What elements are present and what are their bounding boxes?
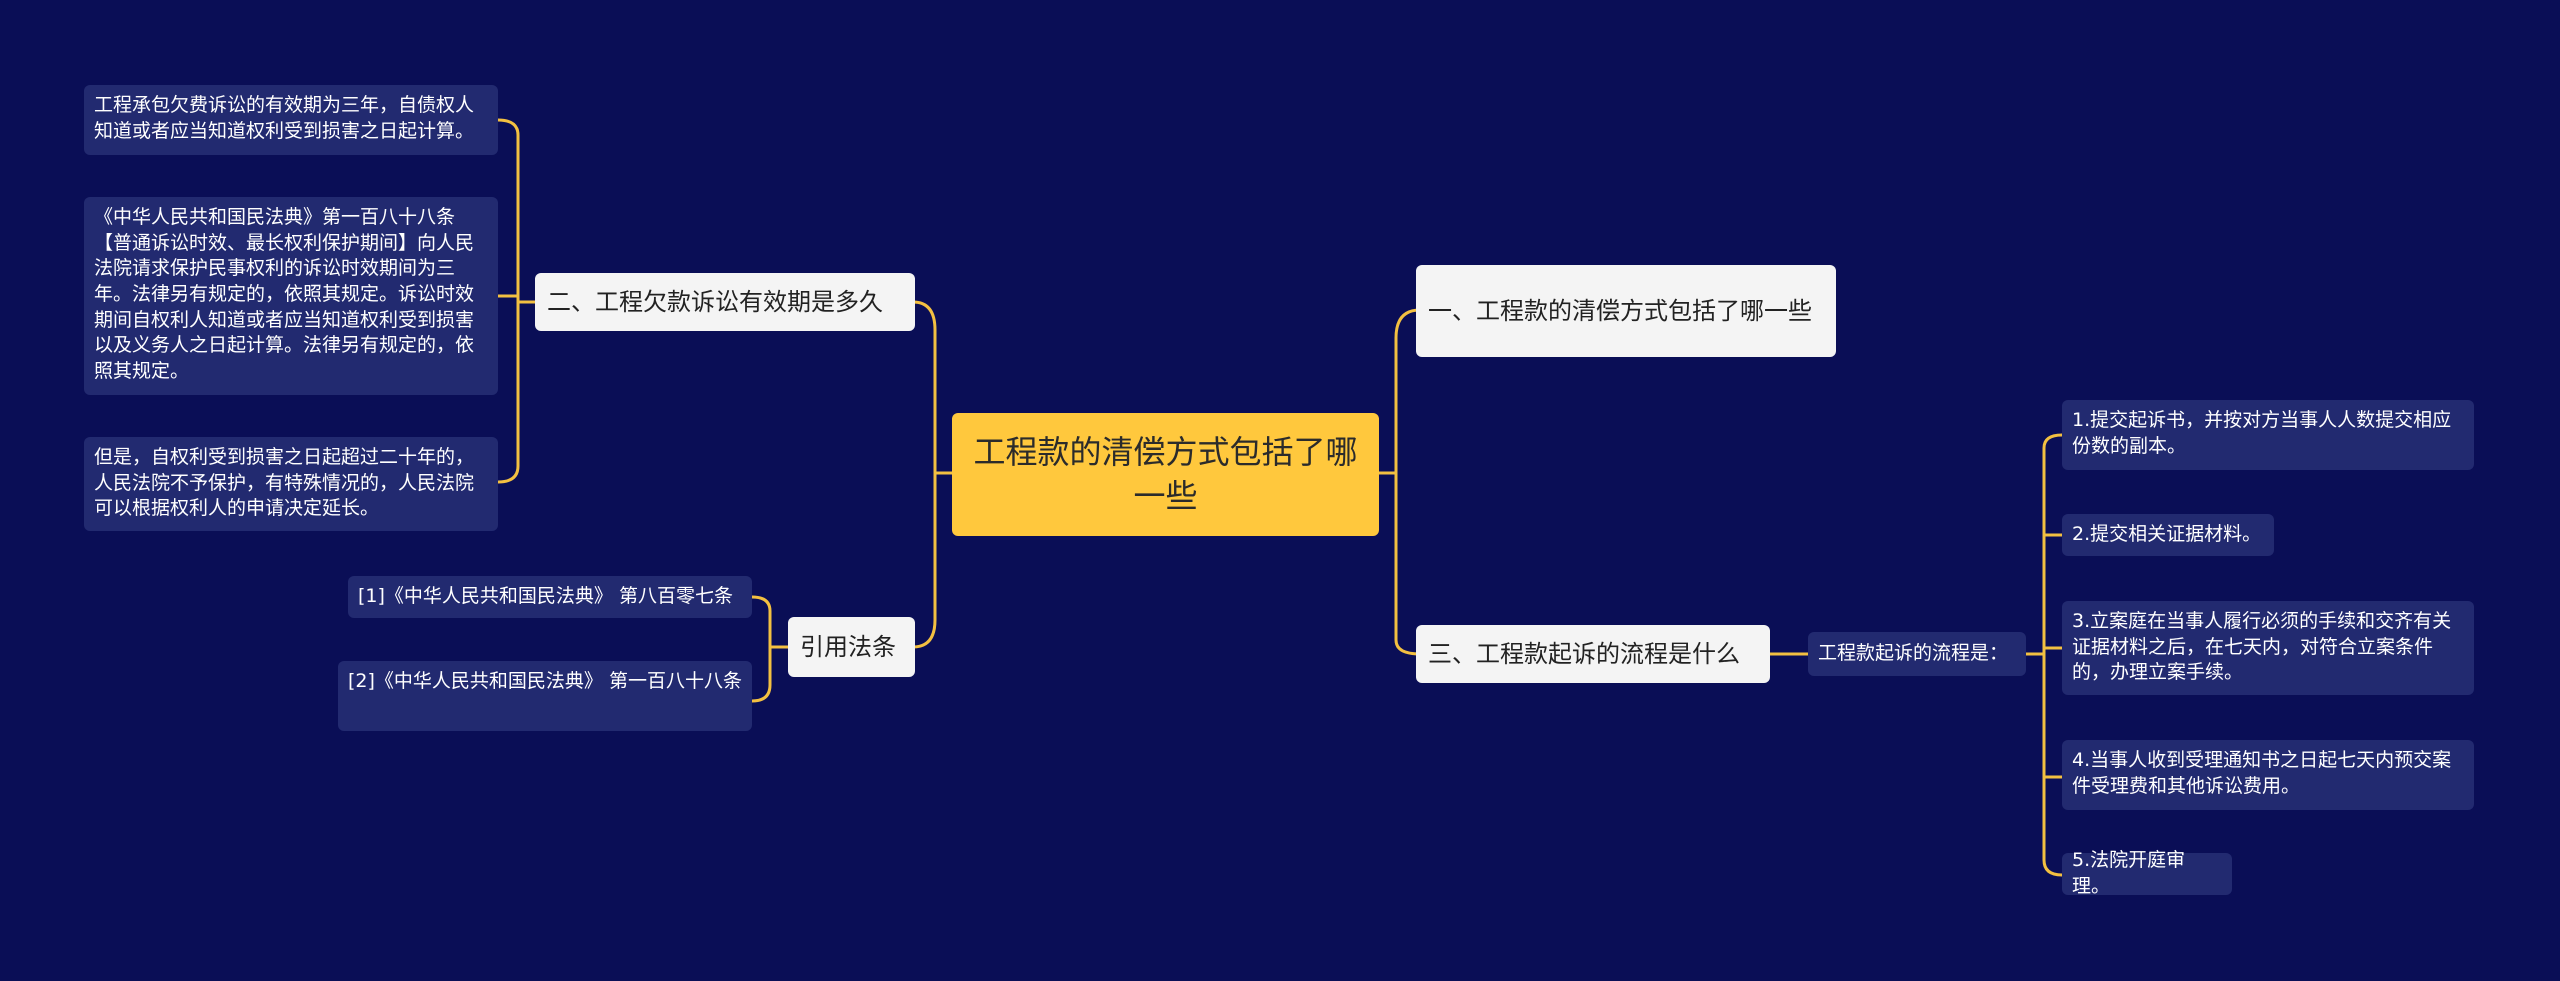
connector-central-left (911, 300, 954, 649)
process-step[interactable]: 5.法院开庭审理。 (2062, 849, 2232, 897)
connector-limitation-notes (496, 118, 537, 484)
limitation-note[interactable]: 《中华人民共和国民法典》第一百八十八条【普通诉讼时效、最长权利保护期间】向人民法… (84, 197, 498, 395)
citation-item[interactable]: [1]《中华人民共和国民法典》 第八百零七条 (348, 576, 752, 618)
central-topic[interactable]: 工程款的清偿方式包括了哪一些 (952, 413, 1379, 536)
process-step[interactable]: 3.立案庭在当事人履行必须的手续和交齐有关证据材料之后，在七天内，对符合立案条件… (2062, 601, 2474, 695)
branch-cited-laws[interactable]: 引用法条 (788, 617, 915, 677)
process-step[interactable]: 4.当事人收到受理通知书之日起七天内预交案件受理费和其他诉讼费用。 (2062, 740, 2474, 810)
process-step[interactable]: 1.提交起诉书，并按对方当事人人数提交相应份数的副本。 (2062, 400, 2474, 470)
process-intro[interactable]: 工程款起诉的流程是： (1808, 632, 2026, 676)
limitation-note[interactable]: 工程承包欠费诉讼的有效期为三年，自债权人知道或者应当知道权利受到损害之日起计算。 (84, 85, 498, 155)
citation-item[interactable]: [2]《中华人民共和国民法典》 第一百八十八条 (338, 661, 752, 731)
limitation-note[interactable]: 但是，自权利受到损害之日起超过二十年的，人民法院不予保护，有特殊情况的，人民法院… (84, 437, 498, 531)
connector-central-right (1377, 308, 1422, 656)
connector-intro-steps (2024, 433, 2064, 877)
branch-repayment-methods[interactable]: 一、工程款的清偿方式包括了哪一些 (1416, 265, 1836, 357)
branch-litigation-limitation[interactable]: 二、工程欠款诉讼有效期是多久 (535, 273, 915, 331)
connector-citation-items (750, 595, 790, 703)
branch-litigation-process[interactable]: 三、工程款起诉的流程是什么 (1416, 625, 1770, 683)
process-step[interactable]: 2.提交相关证据材料。 (2062, 514, 2274, 556)
